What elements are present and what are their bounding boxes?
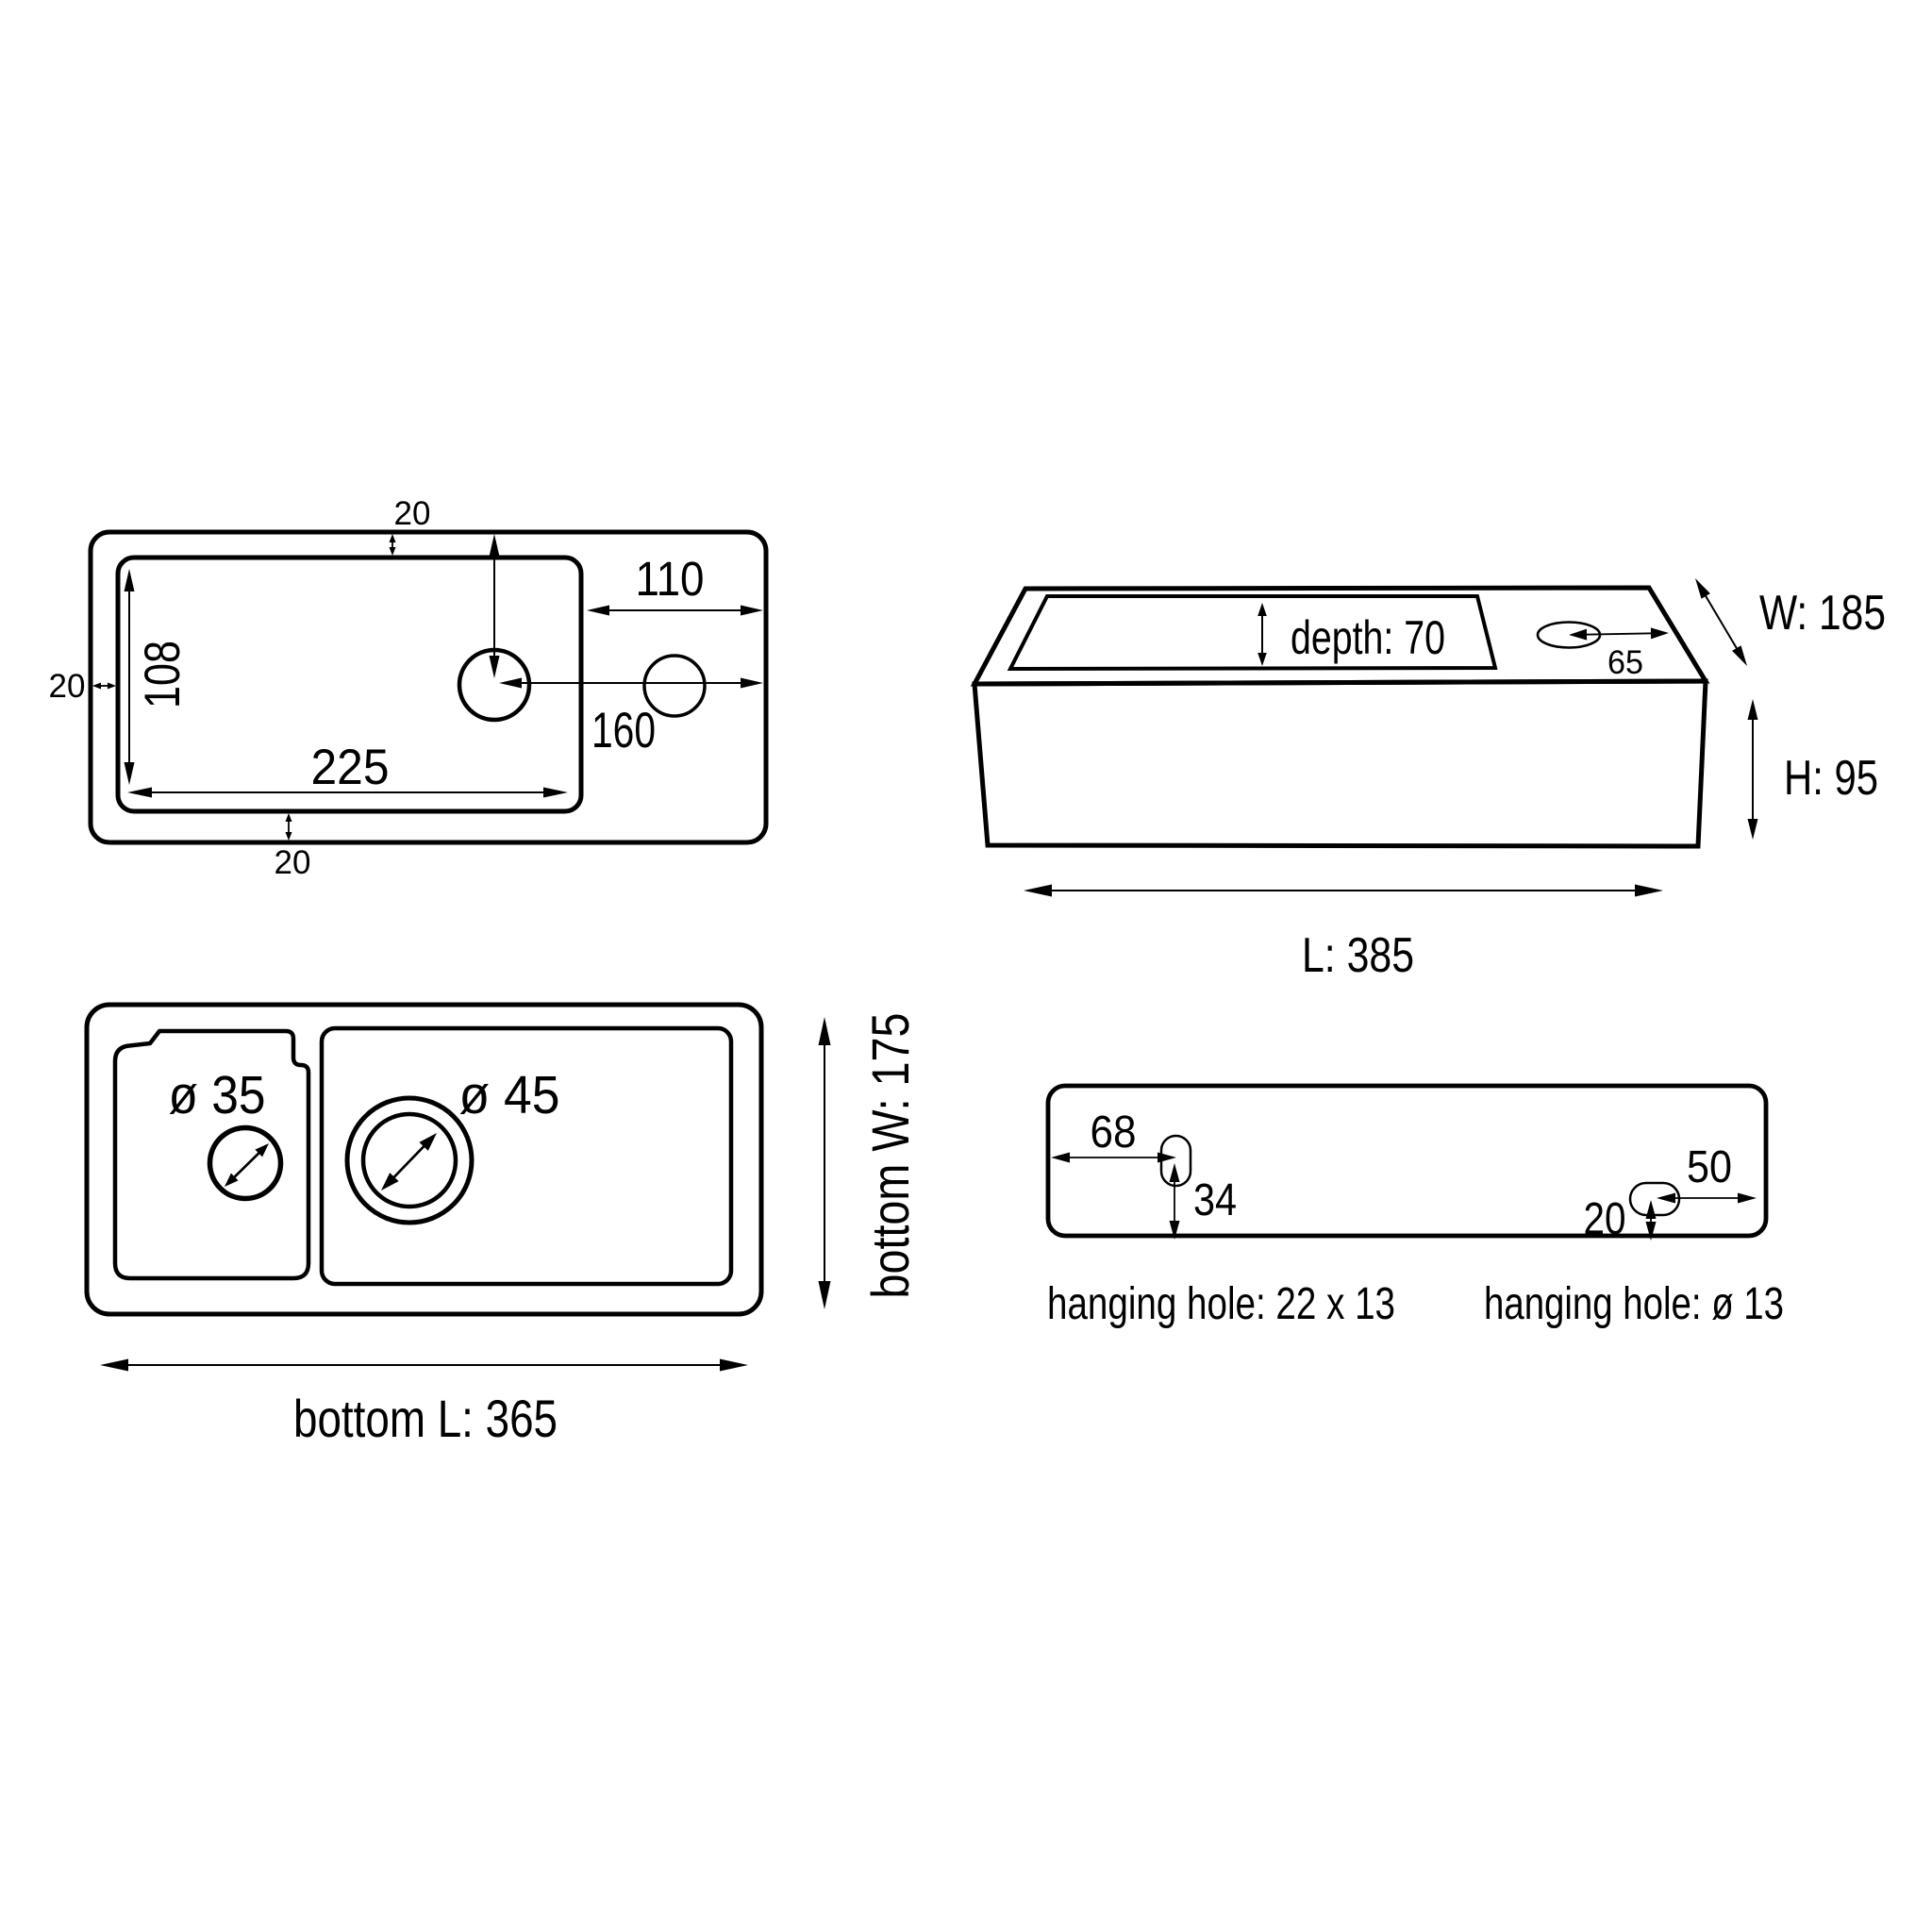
svg-text:20: 20 bbox=[49, 668, 86, 705]
svg-text:110: 110 bbox=[636, 552, 705, 606]
svg-text:depth: 70: depth: 70 bbox=[1291, 611, 1445, 664]
svg-text:hanging hole: ø 13: hanging hole: ø 13 bbox=[1484, 1279, 1784, 1329]
svg-text:20: 20 bbox=[275, 844, 311, 881]
svg-text:34: 34 bbox=[1193, 1175, 1237, 1225]
svg-text:W: 185: W: 185 bbox=[1759, 586, 1886, 641]
svg-text:160: 160 bbox=[591, 703, 656, 758]
svg-text:225: 225 bbox=[311, 740, 390, 795]
svg-text:65: 65 bbox=[1607, 644, 1643, 681]
svg-text:bottom W: 175: bottom W: 175 bbox=[860, 1013, 920, 1299]
svg-text:108: 108 bbox=[135, 641, 191, 708]
svg-text:ø 35: ø 35 bbox=[169, 1065, 266, 1125]
svg-text:hanging hole: 22 x 13: hanging hole: 22 x 13 bbox=[1047, 1279, 1395, 1329]
svg-text:50: 50 bbox=[1687, 1142, 1732, 1192]
svg-text:H: 95: H: 95 bbox=[1784, 751, 1878, 806]
svg-text:bottom L: 365: bottom L: 365 bbox=[293, 1389, 558, 1448]
svg-text:20: 20 bbox=[1584, 1194, 1626, 1244]
svg-text:ø 45: ø 45 bbox=[459, 1065, 560, 1125]
svg-text:L: 385: L: 385 bbox=[1302, 928, 1414, 983]
svg-text:68: 68 bbox=[1091, 1108, 1137, 1158]
svg-text:20: 20 bbox=[394, 495, 431, 532]
